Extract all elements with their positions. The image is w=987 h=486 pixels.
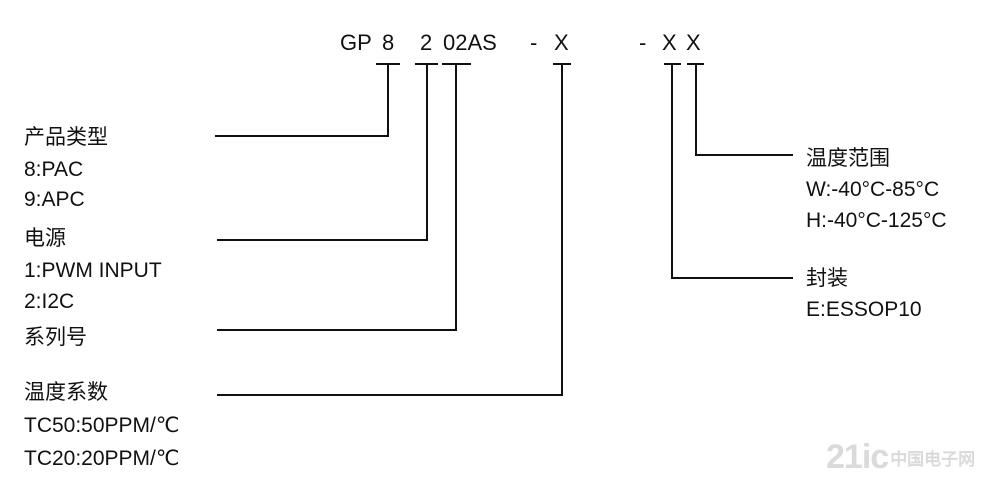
series-connector xyxy=(217,63,471,331)
temp-coefficient-title: 温度系数 xyxy=(24,381,108,404)
code-temp: X xyxy=(686,30,701,55)
code-tc: X xyxy=(554,30,569,55)
code-prefix: GP xyxy=(340,30,372,55)
temp-range-option: H:-40°C-125°C xyxy=(806,209,947,232)
package-connector xyxy=(664,63,793,279)
watermark-main: 21ic xyxy=(826,438,889,476)
package-title: 封装 xyxy=(806,267,848,290)
watermark-sub: 中国电子网 xyxy=(890,450,976,470)
product-type-option: 9:APC xyxy=(24,188,85,211)
product-type-connector xyxy=(215,63,400,137)
temp-coefficient-option: TC20:20PPM/℃ xyxy=(24,447,180,470)
product-type-title: 产品类型 xyxy=(24,126,108,149)
power-connector xyxy=(217,63,438,241)
code-series: 02AS xyxy=(443,30,497,55)
temp-range-connector xyxy=(687,63,793,156)
temp-range-option: W:-40°C-85°C xyxy=(806,178,940,201)
series-title: 系列号 xyxy=(24,326,87,349)
watermark-logo: 21ic 中国电子网 xyxy=(826,438,975,477)
code-type-digit: 8 xyxy=(382,30,395,55)
code-dash-1: - xyxy=(530,30,538,55)
power-option: 1:PWM INPUT xyxy=(24,259,162,282)
temp-coefficient-connector xyxy=(217,63,571,396)
code-dash-2: - xyxy=(639,30,647,55)
temp-range-title: 温度范围 xyxy=(806,147,890,170)
code-power-digit: 2 xyxy=(420,30,433,55)
code-package: X xyxy=(662,30,677,55)
temp-coefficient-option: TC50:50PPM/℃ xyxy=(24,414,180,437)
package-option: E:ESSOP10 xyxy=(806,298,922,321)
power-title: 电源 xyxy=(24,227,66,250)
product-type-option: 8:PAC xyxy=(24,158,84,181)
power-option: 2:I2C xyxy=(24,290,75,313)
